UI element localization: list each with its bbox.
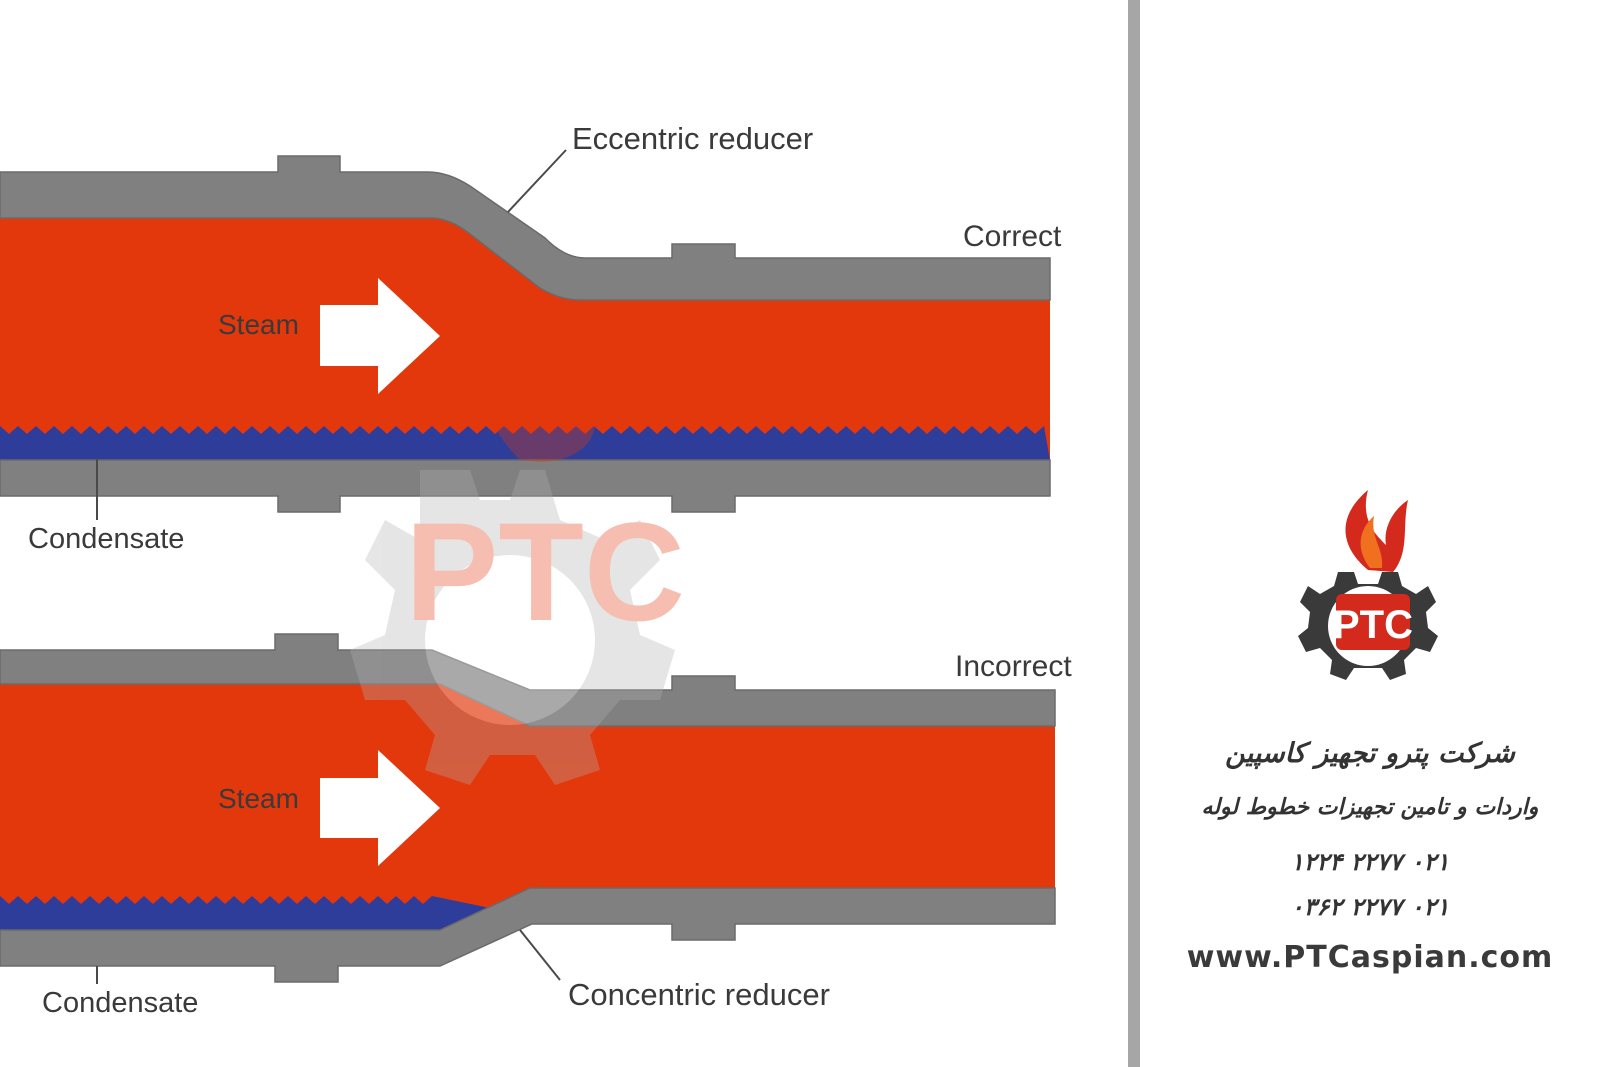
concentric-reducer-assembly (0, 633, 1056, 983)
reducer-diagram: PTC Eccentric reducer Correct Steam Cond… (0, 121, 1072, 1019)
steam-label-bottom: Steam (218, 783, 299, 814)
correct-label: Correct (963, 220, 1062, 253)
condensate-layer-bottom (0, 896, 490, 930)
watermark-gear-icon (350, 470, 675, 785)
condensate-label-bottom: Condensate (42, 987, 198, 1019)
condensate-label-top: Condensate (28, 523, 184, 555)
pipe-wall-top-lower (0, 459, 1051, 513)
ptc-logo: PTC (1298, 490, 1438, 680)
watermark-logo-text: PTC (405, 493, 685, 650)
ptc-watermark: PTC (350, 300, 685, 785)
condensate-layer-top (0, 426, 1050, 460)
vertical-divider (1128, 0, 1140, 1067)
leader-eccentric (507, 149, 567, 213)
pipe-wall-bottom-upper (0, 633, 1056, 727)
company-name: شرکت پترو تجهیز کاسپین (1225, 738, 1515, 769)
leader-concentric (519, 929, 561, 981)
pipe-wall-bottom-lower (0, 887, 1056, 983)
logo-badge (1336, 594, 1410, 650)
phone-number-2: ۰۲۱ ۲۲۷۷ ۰۳۶۲ (1290, 893, 1450, 921)
brand-panel: PTC شرکت پترو تجهیز کاسپین واردات و تامی… (1140, 0, 1600, 1067)
company-tagline: واردات و تامین تجهیزات خطوط لوله (1201, 795, 1539, 820)
steam-arrow-top (320, 278, 440, 394)
steam-flow-bottom (0, 684, 1055, 930)
eccentric-reducer-label: Eccentric reducer (572, 121, 813, 156)
steam-label-top: Steam (218, 309, 299, 340)
steam-arrow-bottom (320, 750, 440, 866)
pipe-wall-top-upper (0, 155, 1051, 301)
incorrect-label: Incorrect (955, 650, 1072, 683)
logo-text: PTC (1333, 603, 1413, 647)
eccentric-reducer-assembly (0, 155, 1051, 513)
watermark-flame-icon (483, 300, 600, 462)
logo-flame-icon (1345, 490, 1408, 572)
steam-flow-top (0, 212, 1050, 460)
leader-lines (96, 149, 567, 984)
phone-number-1: ۰۲۱ ۲۲۷۷ ۱۲۲۴ (1290, 848, 1450, 876)
website-link[interactable]: www.PTCaspian.com (1186, 940, 1554, 975)
concentric-reducer-label: Concentric reducer (568, 977, 830, 1012)
